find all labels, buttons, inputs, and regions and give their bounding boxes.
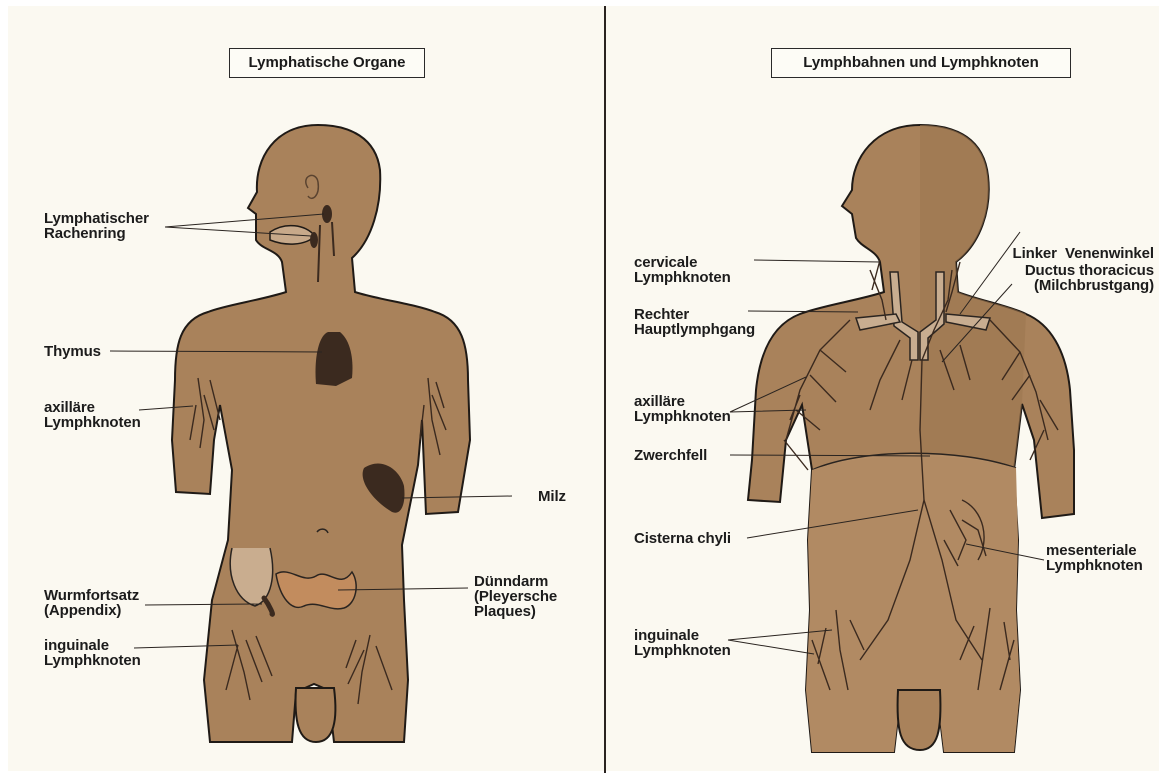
label-zwerchfell: Zwerchfell [634,448,707,463]
label-cisterna-chyli: Cisterna chyli [634,531,731,546]
left-body [110,125,512,742]
label-milz: Milz [538,489,566,504]
label-thymus: Thymus [44,344,101,359]
right-genitals [898,690,941,750]
left-genitals [296,688,336,742]
label-wurmfortsatz: Wurmfortsatz(Appendix) [44,588,139,618]
label-ductus-thoracicus: Ductus thoracicus(Milchbrustgang) [1004,263,1154,293]
tonsil-lower [310,232,318,248]
left-body-silhouette [172,125,470,742]
